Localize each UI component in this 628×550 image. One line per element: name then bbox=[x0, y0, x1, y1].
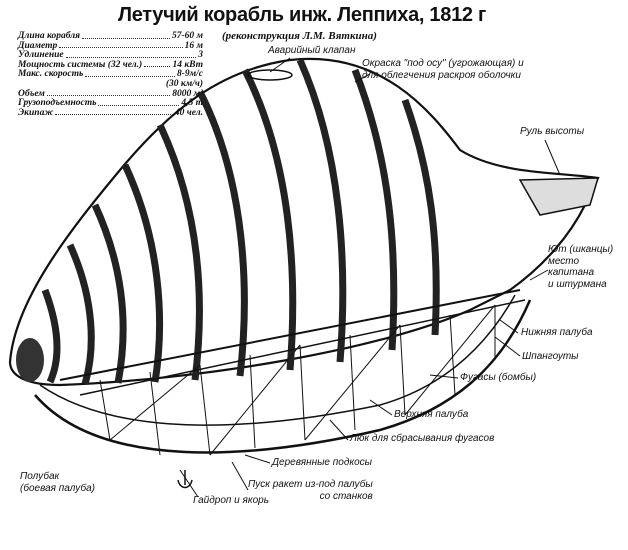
spec-dots bbox=[46, 90, 171, 97]
label-paint-line2: для облегчения раскроя оболочки bbox=[362, 69, 521, 81]
label-stern-line4: и штурмана bbox=[548, 278, 607, 290]
spec-label: Мощность системы (32 чел.) bbox=[18, 59, 143, 70]
label-paint-line1: Окраска "под осу" (угрожающая) и bbox=[362, 58, 524, 69]
spec-dots bbox=[98, 99, 180, 106]
elevator-rudder bbox=[518, 177, 600, 216]
label-forecastle-line2: (боевая палуба) bbox=[20, 482, 95, 494]
label-forecastle-line1: Полубак bbox=[20, 471, 60, 482]
label-stern-line2: место bbox=[548, 255, 580, 267]
label-valve: Аварийный клапан bbox=[268, 45, 356, 56]
label-hatch: Люк для сбрасывания фугасов bbox=[350, 433, 495, 444]
label-elevator: Руль высоты bbox=[520, 126, 585, 137]
spec-label: Грузоподъемность bbox=[18, 98, 97, 109]
label-stern: Ют (шканцы) место капитана и штурмана bbox=[548, 244, 613, 290]
spec-value: 4,5 т bbox=[181, 98, 203, 109]
spec-label: Макс. скорость bbox=[18, 69, 84, 80]
spec-value: 16 м bbox=[184, 40, 203, 51]
spec-value: (30 км/ч) bbox=[165, 78, 203, 89]
spec-value: 3 bbox=[198, 50, 203, 61]
label-upper-deck: Верхняя палуба bbox=[394, 409, 469, 420]
spec-row: Объем 8000 м³ bbox=[18, 88, 203, 100]
spec-label: Экипаж bbox=[18, 107, 54, 118]
spec-dots bbox=[144, 61, 171, 68]
spec-row: Макс. скорость 8-9м/с bbox=[18, 70, 203, 80]
spec-dots bbox=[85, 70, 175, 77]
spec-value: 8-9м/с bbox=[176, 69, 203, 80]
spec-row: Удлинение 3 bbox=[18, 51, 203, 61]
spec-row: Мощность системы (32 чел.) 14 кВт bbox=[18, 59, 203, 71]
spec-row: Грузоподъемность 4,5 т bbox=[18, 99, 203, 109]
label-rockets-line2: со станков bbox=[319, 490, 373, 502]
spec-value: 57-60 м bbox=[171, 31, 203, 41]
label-stern-line1: Ют (шканцы) bbox=[548, 244, 614, 255]
diagram-subtitle: (реконструкция Л.М. Вяткина) bbox=[222, 30, 377, 42]
spec-row: Диаметр 16 м bbox=[18, 40, 203, 52]
spec-value: 40 чел. bbox=[174, 107, 203, 118]
spec-dots bbox=[59, 42, 183, 49]
label-rockets: Пуск ракет из-под палубы со станков bbox=[248, 479, 373, 502]
spec-label: Объем bbox=[18, 88, 45, 99]
spec-label: Удлинение bbox=[18, 50, 64, 61]
diagram-title: Летучий корабль инж. Леппиха, 1812 г bbox=[118, 4, 486, 26]
specs-table: Длина корабля 57-60 м Диаметр 16 м Удлинен… bbox=[18, 31, 203, 119]
spec-value: 14 кВт bbox=[172, 59, 203, 70]
spec-dots bbox=[65, 51, 197, 58]
label-lower-deck: Нижняя палуба bbox=[521, 327, 593, 338]
spec-label: Длина корабля bbox=[18, 31, 81, 41]
label-stern-line3: капитана bbox=[548, 267, 595, 278]
label-bombs: Фугасы (бомбы) bbox=[460, 372, 537, 383]
spec-row: Экипаж 40 чел. bbox=[18, 107, 203, 119]
spec-dots bbox=[82, 32, 170, 39]
gondola bbox=[34, 289, 532, 489]
leader-lines bbox=[179, 57, 561, 498]
emergency-valve bbox=[247, 69, 293, 81]
spec-dots bbox=[55, 109, 173, 116]
label-paint: Окраска "под осу" (угрожающая) и для обл… bbox=[362, 58, 524, 81]
spec-label: Диаметр bbox=[18, 40, 58, 51]
envelope-nose bbox=[16, 338, 44, 382]
spec-value: 8000 м³ bbox=[172, 88, 203, 99]
envelope-stripes bbox=[41, 58, 440, 385]
spec-row: Длина корабля 57-60 м bbox=[18, 31, 203, 42]
label-struts: Деревянные подкосы bbox=[272, 457, 373, 468]
label-forecastle: Полубак (боевая палуба) bbox=[20, 471, 95, 494]
spec-row: (30 км/ч) bbox=[18, 78, 203, 90]
label-anchor: Гайдроп и якорь bbox=[193, 495, 269, 506]
label-frames: Шпангоуты bbox=[522, 351, 579, 362]
label-rockets-line1: Пуск ракет из-под палубы bbox=[248, 479, 373, 490]
